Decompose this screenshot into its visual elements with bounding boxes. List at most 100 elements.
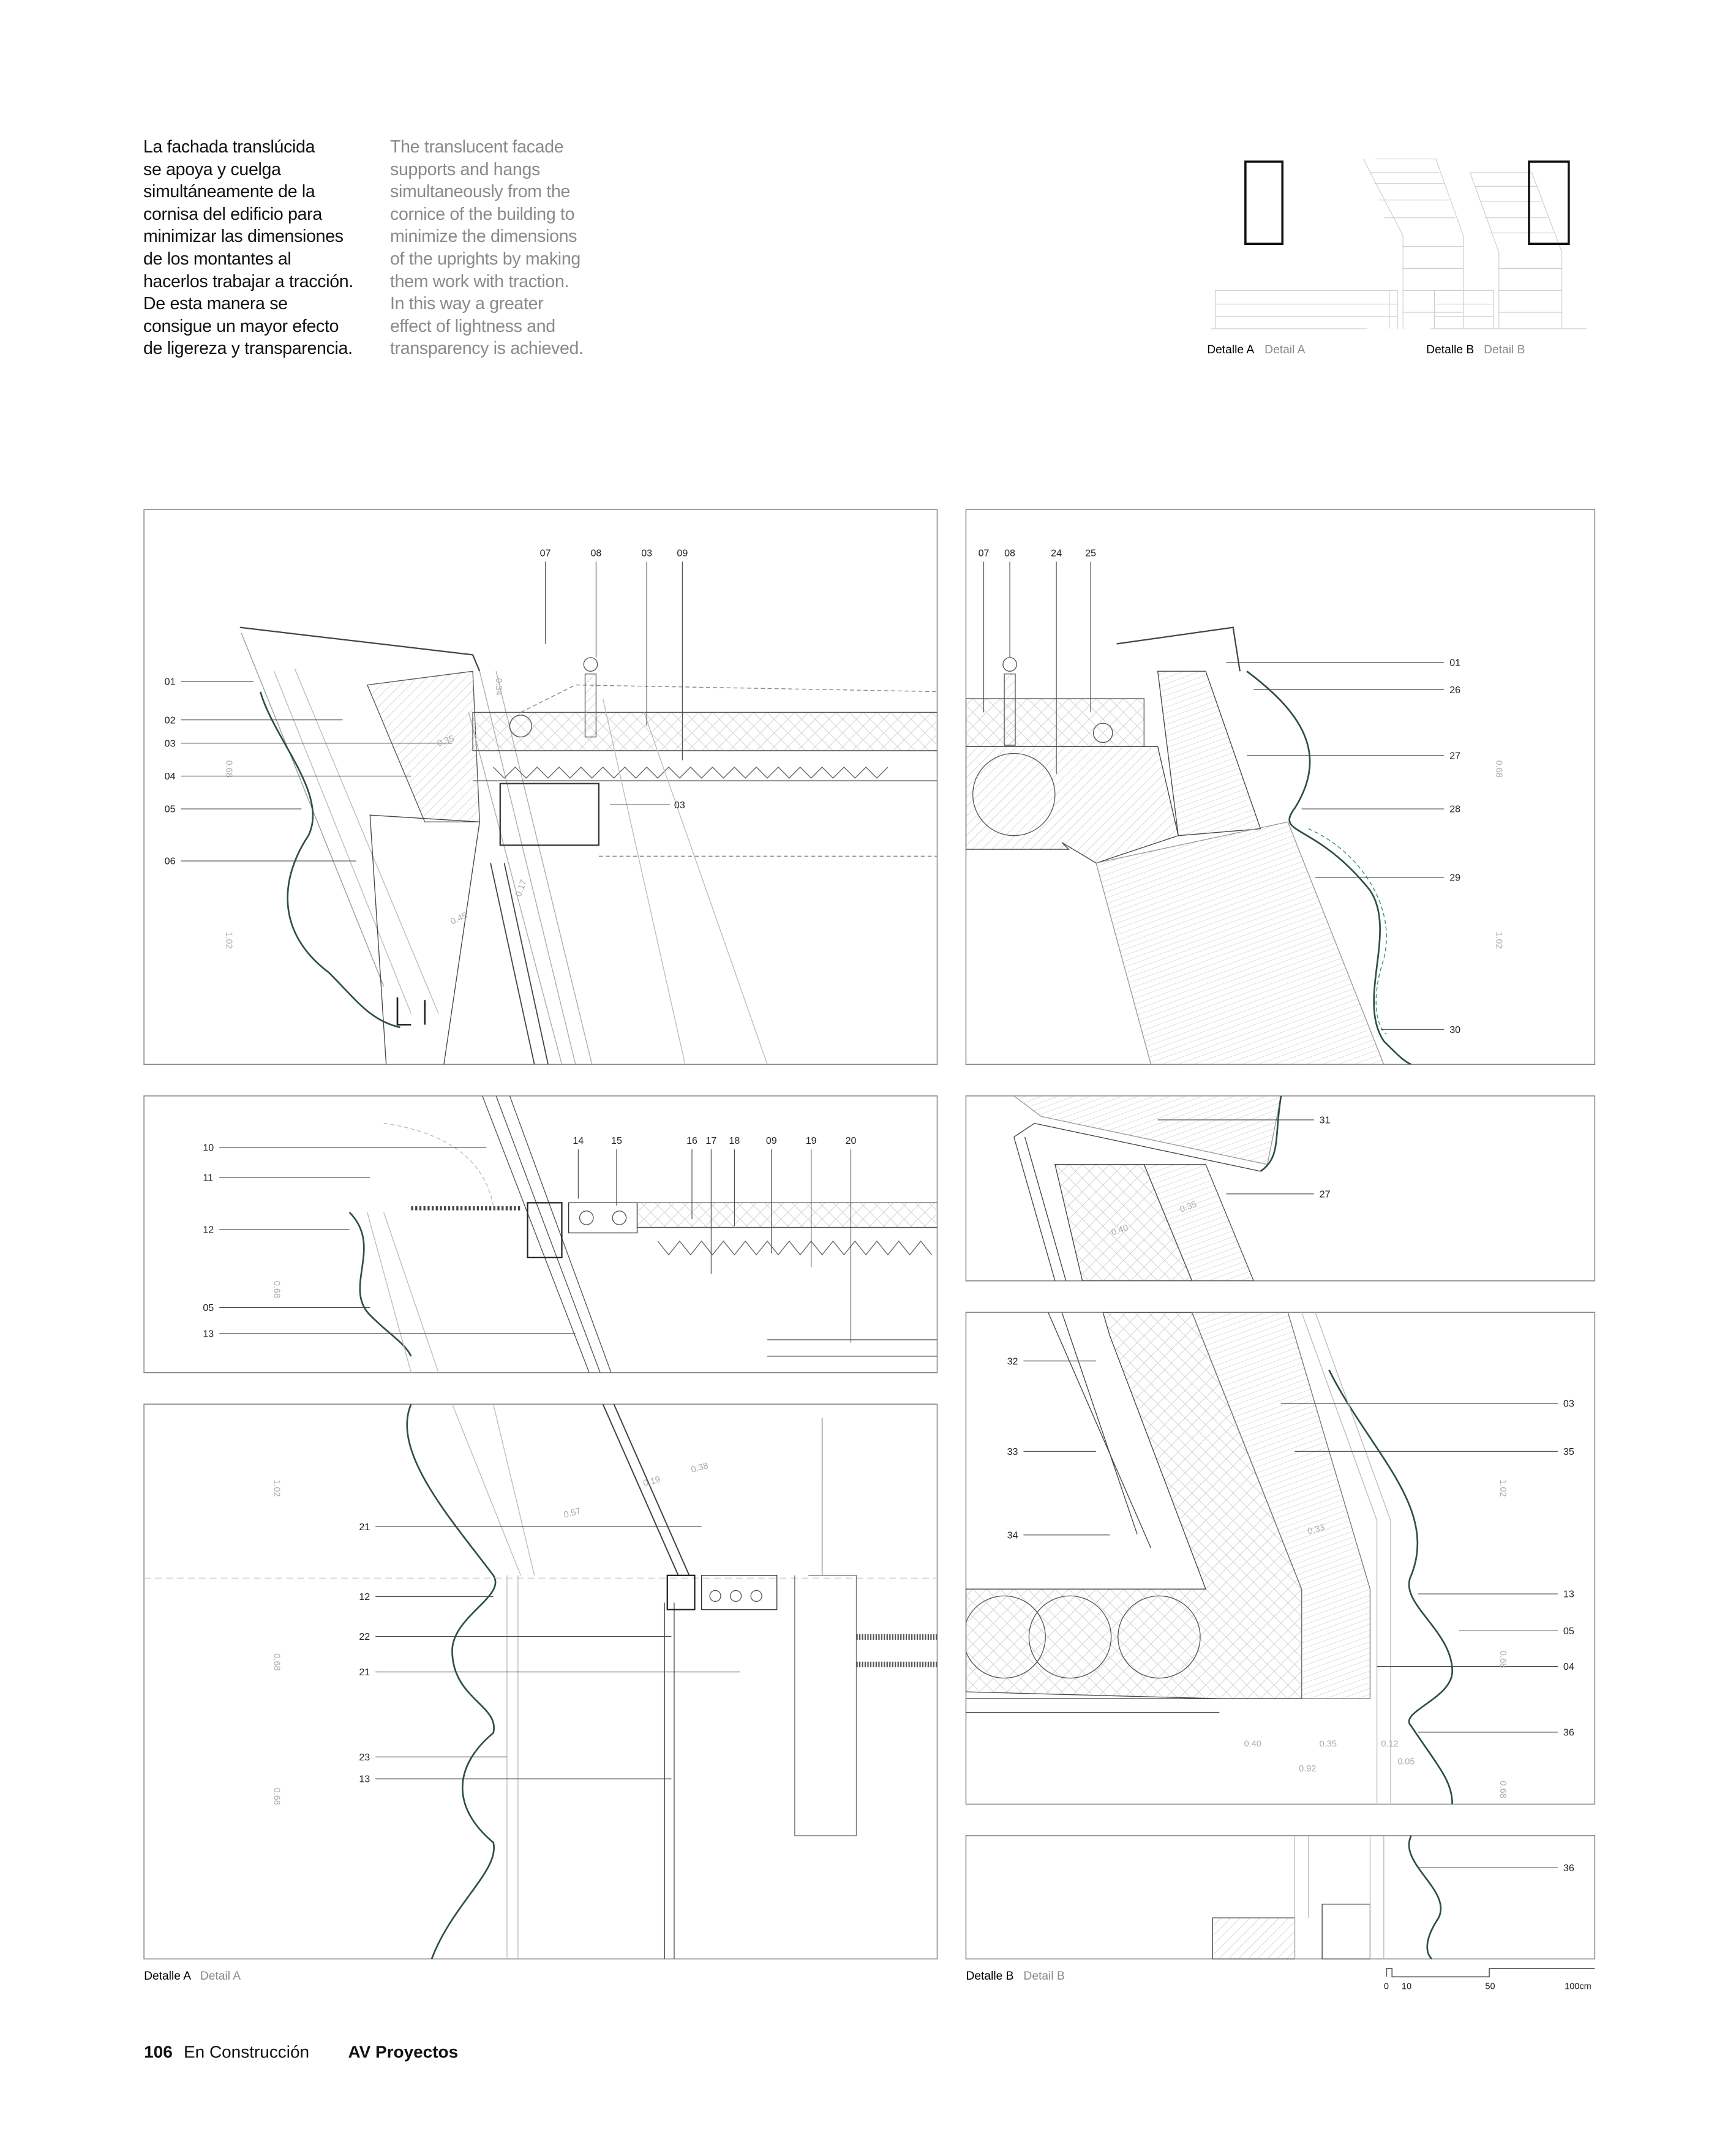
text-line: The translucent facade: [390, 137, 564, 157]
callout-b1: 30: [1449, 1024, 1460, 1035]
dimension-a1: 0.45: [449, 911, 468, 926]
callout-a2: 14: [573, 1135, 584, 1146]
callout-b3: 33: [1007, 1446, 1018, 1457]
callout-a2: 09: [766, 1135, 777, 1146]
dimension-a2: 0.68: [272, 1281, 282, 1298]
dimension-b3: 0.05: [1397, 1757, 1415, 1767]
dimension-a1: 0.34: [494, 678, 503, 695]
text-line: simultaneously from the: [390, 182, 571, 202]
callout-b4: 36: [1563, 1863, 1574, 1874]
dimension-b3: 0.35: [1320, 1739, 1337, 1749]
text-line: of the uprights by making: [390, 249, 581, 269]
dimension-a3: 0.68: [272, 1653, 282, 1670]
panel-detail-b-slab: [965, 1312, 1596, 1805]
section-name: En Construcción: [184, 2042, 309, 2061]
dimension-b3: 0.92: [1299, 1764, 1316, 1774]
caption-detail-b-en: Detail B: [1023, 1970, 1064, 1983]
dimension-a1: 1.02: [224, 931, 233, 948]
key-plan-detail-b: [1430, 160, 1587, 329]
key-plan-b-label: Detalle B: [1426, 344, 1474, 356]
panel-detail-a-cornice: [143, 509, 938, 1065]
callout-b2: 27: [1320, 1189, 1331, 1200]
callout-a2: 13: [203, 1329, 214, 1340]
scale-bar: 0 10 50 100cm: [1384, 1968, 1595, 1991]
dimension-b3: 0.12: [1381, 1739, 1398, 1749]
dimension-a3: 0.19: [642, 1474, 661, 1489]
text-line: minimize the dimensions: [390, 227, 577, 247]
callout-b1: 28: [1449, 804, 1460, 815]
panel-detail-a-base: [143, 1403, 938, 1960]
caption-detail-a: Detalle A: [144, 1970, 191, 1983]
dimension-b1: 0.68: [1494, 760, 1503, 778]
drawing-detail-b2: [1013, 1095, 1282, 1281]
text-line: consigue un mayor efecto: [143, 316, 339, 336]
drawing-detail-a3: [144, 1404, 938, 1959]
dimension-a3: 1.02: [272, 1479, 282, 1496]
dimension-b3: 0.68: [1498, 1651, 1508, 1668]
callout-a1: 05: [165, 804, 176, 815]
callout-a2: 17: [705, 1135, 716, 1146]
callout-a3: 21: [359, 1667, 370, 1678]
text-line: supports and hangs: [390, 159, 540, 179]
dimension-a1: 0.17: [514, 879, 529, 898]
callout-a2: 11: [203, 1173, 213, 1184]
callout-b1: 29: [1449, 873, 1460, 884]
page-number: 106: [144, 2042, 173, 2061]
callout-b3: 13: [1563, 1589, 1574, 1600]
callout-a3: 23: [359, 1752, 370, 1763]
text-line: cornice of the building to: [390, 204, 575, 224]
text-line: de ligereza y transparencia.: [143, 339, 353, 359]
callout-a1: 03: [165, 738, 176, 749]
text-line: transparency is achieved.: [390, 339, 584, 359]
callout-a2: 10: [203, 1142, 214, 1153]
drawing-detail-b3: [966, 1312, 1454, 1804]
key-plan-a-label: Detalle A: [1207, 344, 1254, 356]
callout-a2: 05: [203, 1302, 214, 1313]
callout-a2: 20: [846, 1135, 857, 1146]
text-line: de los montantes al: [143, 249, 291, 269]
dimension-b3: 0.40: [1244, 1739, 1261, 1749]
dimension-a3: 0.68: [272, 1788, 282, 1805]
callout-a2: 18: [729, 1135, 740, 1146]
magazine-name: AV Proyectos: [348, 2042, 458, 2061]
page-footer: 106 En Construcción AV Proyectos: [144, 2042, 458, 2061]
dimension-b1: 1.02: [1494, 931, 1503, 948]
panel-detail-a-slab: [143, 1095, 938, 1373]
text-line: effect of lightness and: [390, 316, 555, 336]
callout-a2: 19: [806, 1135, 817, 1146]
callout-b3: 34: [1007, 1530, 1018, 1541]
key-plan-b-label-en: Detail B: [1484, 344, 1525, 356]
callout-a2: 12: [203, 1225, 214, 1236]
callout-a1: 03: [674, 800, 685, 811]
callout-a3: 13: [359, 1774, 370, 1785]
callout-a1: 08: [590, 547, 601, 558]
dimension-b3: 0.68: [1498, 1781, 1508, 1798]
text-line: De esta manera se: [143, 294, 288, 314]
drawing-detail-b1: [966, 626, 1412, 1065]
callout-a1: 07: [540, 547, 551, 558]
scale-tick: 10: [1402, 1981, 1411, 1991]
dimension-labels: 0.68 1.02 0.45 0.35 0.34 0.17 0.68 1.02 0.68 0.68…: [224, 678, 1508, 1804]
drawing-detail-a1: [239, 626, 938, 1065]
callout-b1: 07: [979, 547, 990, 558]
text-line: La fachada translúcida: [143, 137, 315, 157]
callout-b3: 35: [1563, 1446, 1574, 1457]
callout-a2: 16: [686, 1135, 697, 1146]
callout-b3: 04: [1563, 1661, 1574, 1672]
dimension-b3: 0.33: [1307, 1523, 1326, 1537]
dimension-b3: 1.02: [1498, 1479, 1508, 1496]
text-line: minimizar las dimensiones: [143, 227, 344, 247]
scale-tick: 50: [1485, 1981, 1495, 1991]
key-plan-detail-a: [1211, 158, 1464, 329]
callout-b2: 31: [1320, 1115, 1331, 1126]
callout-a3: 22: [359, 1631, 370, 1642]
callout-b1: 01: [1449, 657, 1460, 668]
text-line: hacerlos trabajar a tracción.: [143, 271, 353, 291]
callout-b3: 32: [1007, 1356, 1018, 1367]
scale-tick: 100cm: [1565, 1981, 1591, 1991]
callout-b1: 25: [1085, 547, 1096, 558]
dimension-a1: 0.68: [224, 760, 233, 778]
